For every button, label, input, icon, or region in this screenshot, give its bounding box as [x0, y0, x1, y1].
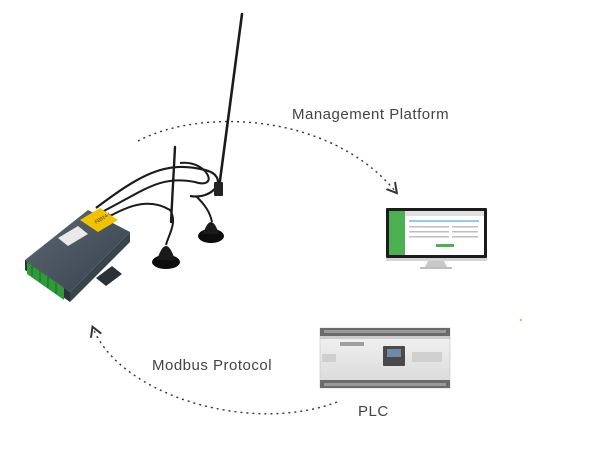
arrow-from-plc: [93, 328, 338, 415]
iot-router-icon: [25, 12, 244, 302]
management-platform-label: Management Platform: [292, 106, 450, 123]
plc-label: PLC: [358, 403, 389, 420]
accent-dot: [520, 319, 522, 321]
plc-controller-icon: [319, 327, 451, 389]
modbus-protocol-label: Modbus Protocol: [152, 357, 273, 374]
desktop-monitor-icon: [386, 208, 487, 269]
arrow-to-platform: [137, 120, 396, 192]
